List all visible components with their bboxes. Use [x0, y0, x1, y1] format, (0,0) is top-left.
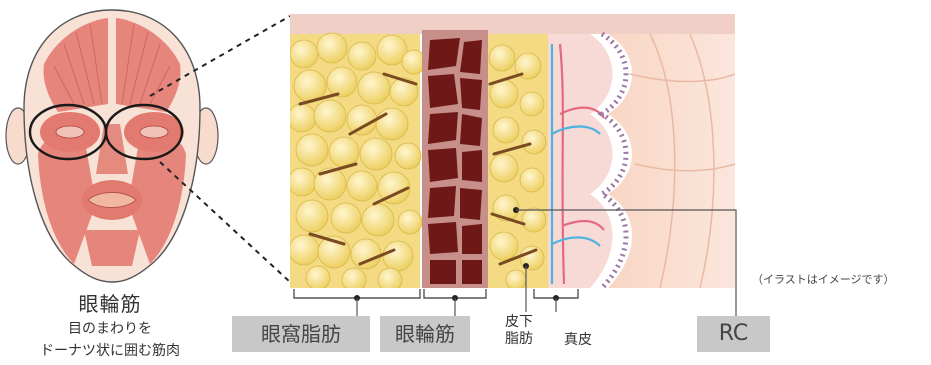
caption-line-1: 目のまわりを — [0, 318, 220, 338]
caption-title: 眼輪筋 — [0, 288, 220, 317]
label-dermis: 真皮 — [564, 329, 614, 349]
label-rc: RC — [697, 316, 770, 352]
caption-line-2: ドーナツ状に囲む筋肉 — [0, 340, 220, 360]
illustration-note: （イラストはイメージです） — [752, 271, 895, 287]
label-subcutaneous-line-2: 脂肪 — [504, 331, 534, 348]
label-orbital-fat: 眼窩脂肪 — [232, 316, 370, 352]
label-orbicularis: 眼輪筋 — [380, 316, 470, 352]
label-subcutaneous-fat: 皮下 脂肪 — [504, 314, 534, 348]
label-subcutaneous-line-1: 皮下 — [504, 314, 534, 331]
